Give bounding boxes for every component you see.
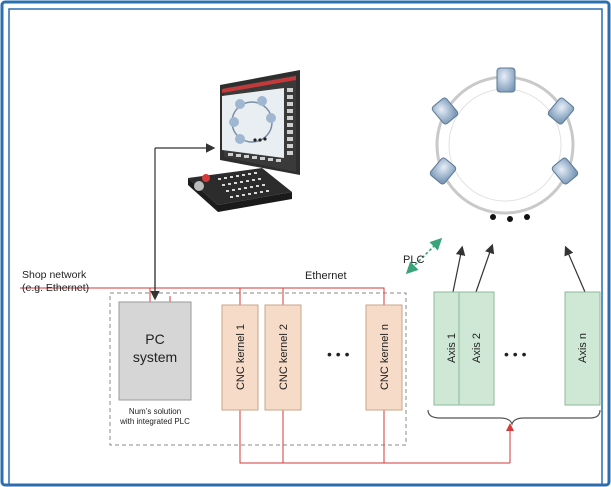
- pc-label: PC: [145, 331, 164, 347]
- pc-monitor-link: [150, 143, 216, 301]
- cnc-ellipsis: • • •: [327, 346, 350, 362]
- cnc-kernel-box-2: CNC kernel 2: [264, 304, 302, 411]
- shop-network-sublabel: (e.g. Ethernet): [22, 282, 89, 294]
- cnc-kernel-box-n: CNC kernel n: [365, 304, 403, 411]
- axis-label: Axis n: [577, 333, 589, 363]
- plc-arrow: [405, 237, 443, 275]
- ethernet-bus-lines: [20, 287, 514, 464]
- tool-turret-icon: [429, 67, 579, 222]
- axis-box-n: Axis n: [564, 291, 601, 406]
- axis-box-2: Axis 2: [458, 291, 495, 406]
- axis-to-turret-arrows: [452, 243, 586, 293]
- cnc-kernel-label: CNC kernel 2: [278, 324, 290, 390]
- pc-system-label: system: [133, 349, 177, 365]
- axis-label: Axis 2: [471, 333, 483, 363]
- plc-label: PLC: [403, 254, 424, 266]
- num-note-line2: with integrated PLC: [119, 417, 190, 426]
- cnc-monitor-icon: [220, 70, 300, 175]
- num-note-line1: Num’s solution: [129, 407, 181, 416]
- axis-ellipsis: • • •: [504, 346, 527, 362]
- axis-label: Axis 1: [446, 333, 458, 363]
- cnc-kernel-label: CNC kernel 1: [235, 324, 247, 390]
- controller-dashed-box: [109, 292, 407, 446]
- ethernet-label: Ethernet: [305, 270, 347, 282]
- shop-network-label: Shop network: [22, 269, 87, 281]
- cnc-kernel-box-1: CNC kernel 1: [221, 304, 259, 411]
- cnc-keyboard-panel-icon: [188, 168, 292, 212]
- pc-system-box: [118, 301, 192, 401]
- inner-frame: [8, 8, 603, 486]
- cnc-kernel-label: CNC kernel n: [379, 324, 391, 390]
- axes-brace: [427, 409, 601, 426]
